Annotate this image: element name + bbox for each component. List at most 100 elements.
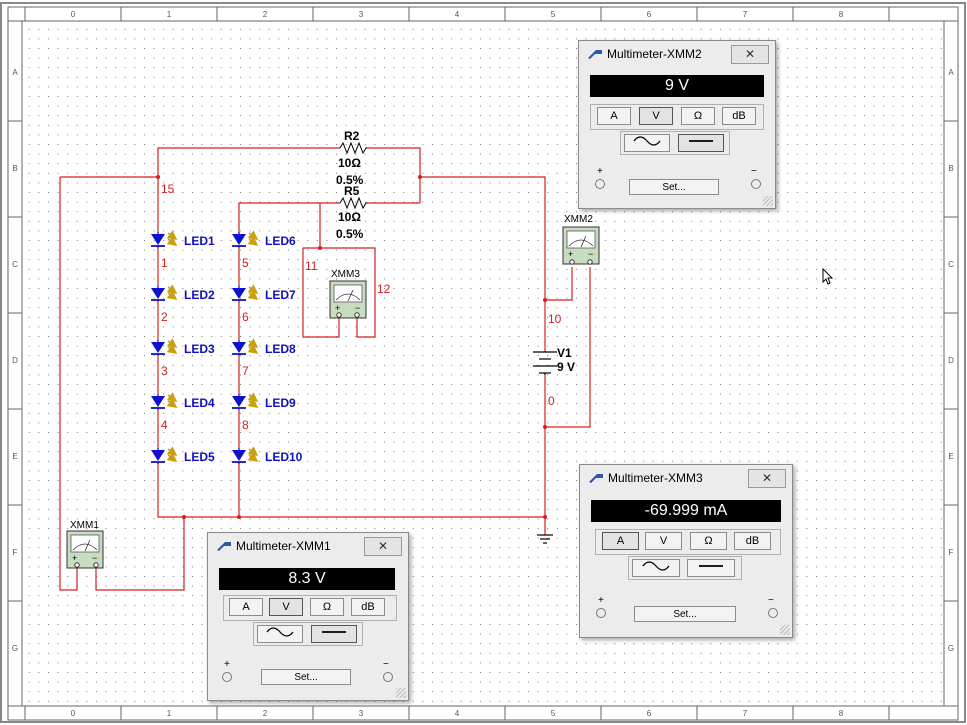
xmm1-symbol[interactable]: XMM1 + −: [66, 520, 104, 569]
positive-terminal[interactable]: [222, 672, 232, 682]
dc-button[interactable]: [311, 625, 357, 643]
set-button[interactable]: Set...: [634, 606, 736, 622]
ruler-col-5: 5: [551, 10, 556, 19]
ammeter-button[interactable]: A: [597, 107, 631, 125]
led-label: LED9: [265, 396, 296, 410]
ruler-row-d: D: [12, 356, 18, 365]
dc-line-icon: [699, 565, 723, 567]
net-label-0: 0: [548, 394, 555, 408]
ground-symbol[interactable]: [537, 534, 553, 544]
voltmeter-button[interactable]: V: [645, 532, 682, 550]
negative-terminal-label: −: [383, 659, 389, 670]
mode-button-group: [223, 595, 397, 621]
xmm3-minus: −: [355, 303, 360, 313]
battery-v1[interactable]: V1 9 V: [533, 346, 575, 375]
net-label-1: 1: [161, 256, 168, 270]
ohmmeter-button[interactable]: Ω: [690, 532, 727, 550]
window-titlebar[interactable]: Multimeter-XMM2 ✕: [579, 41, 775, 67]
led-left-5[interactable]: LED5: [151, 446, 215, 464]
xmm3-symbol[interactable]: XMM3 + −: [329, 269, 367, 319]
mouse-pointer-icon: [822, 268, 834, 285]
set-button[interactable]: Set...: [629, 179, 719, 195]
r2-value: 10Ω: [338, 156, 361, 170]
window-titlebar[interactable]: Multimeter-XMM3 ✕: [580, 465, 792, 491]
close-button[interactable]: ✕: [748, 469, 786, 488]
xmm3-name: XMM3: [331, 269, 360, 280]
xmm2-minus: −: [588, 249, 593, 259]
voltmeter-button[interactable]: V: [269, 598, 303, 616]
decibel-button[interactable]: dB: [734, 532, 771, 550]
ruler-col-1: 1: [167, 10, 172, 19]
signal-button-group: [628, 556, 742, 580]
ruler-col-6-bottom: 6: [647, 709, 652, 718]
positive-terminal[interactable]: [596, 608, 606, 618]
ac-button[interactable]: [632, 559, 680, 577]
ohmmeter-button[interactable]: Ω: [681, 107, 715, 125]
negative-terminal[interactable]: [751, 179, 761, 189]
reading-display: 9 V: [590, 75, 764, 97]
light-emission-arrow: [247, 344, 259, 354]
wires[interactable]: [59, 147, 591, 591]
voltmeter-button[interactable]: V: [639, 107, 673, 125]
led-left-2[interactable]: LED2: [151, 284, 215, 302]
resize-grip[interactable]: [396, 688, 406, 698]
xmm2-symbol[interactable]: XMM2 + −: [562, 214, 600, 265]
led-right-3[interactable]: LED8: [232, 338, 296, 356]
led-right-4[interactable]: LED9: [232, 392, 296, 410]
negative-terminal[interactable]: [768, 608, 778, 618]
led-right-1[interactable]: LED6: [232, 230, 296, 248]
negative-terminal[interactable]: [383, 672, 393, 682]
light-emission-arrow: [166, 290, 178, 300]
ruler-col-7-bottom: 7: [743, 709, 748, 718]
net-label-7: 7: [242, 364, 249, 378]
close-button[interactable]: ✕: [731, 45, 769, 64]
ammeter-button[interactable]: A: [229, 598, 263, 616]
led-left-4[interactable]: LED4: [151, 392, 215, 410]
dc-button[interactable]: [678, 134, 724, 152]
window-titlebar[interactable]: Multimeter-XMM1 ✕: [208, 533, 408, 559]
multimeter-window-xmm1[interactable]: Multimeter-XMM1 ✕ 8.3 V A V Ω dB + Set..…: [207, 532, 409, 701]
led-left-3[interactable]: LED3: [151, 338, 215, 356]
window-title: Multimeter-XMM3: [608, 471, 703, 485]
ruler-col-4: 4: [455, 10, 460, 19]
signal-button-group: [620, 131, 730, 155]
light-emission-arrow: [247, 452, 259, 462]
resize-grip[interactable]: [780, 625, 790, 635]
close-button[interactable]: ✕: [364, 537, 402, 556]
r5-name: R5: [344, 184, 360, 198]
decibel-button[interactable]: dB: [722, 107, 756, 125]
xmm1-plus: +: [72, 553, 77, 563]
resistor-r5[interactable]: R5 10Ω 0.5%: [336, 184, 368, 241]
ruler-col-0-bottom: 0: [71, 709, 76, 718]
sine-wave-icon: [633, 136, 661, 146]
negative-terminal-label: −: [751, 166, 757, 177]
multimeter-probe-icon: [589, 474, 603, 483]
window-title: Multimeter-XMM2: [607, 47, 702, 61]
ruler-col-1-bottom: 1: [167, 709, 172, 718]
led-left-1[interactable]: LED1: [151, 230, 215, 248]
led-right-2[interactable]: LED7: [232, 284, 296, 302]
mode-button-group: [590, 104, 764, 130]
dc-button[interactable]: [687, 559, 735, 577]
ohmmeter-button[interactable]: Ω: [310, 598, 344, 616]
led-label: LED10: [265, 450, 303, 464]
led-right-5[interactable]: LED10: [232, 446, 303, 464]
multimeter-window-xmm3[interactable]: Multimeter-XMM3 ✕ -69.999 mA A V Ω dB + …: [579, 464, 793, 638]
light-emission-arrow: [247, 236, 259, 246]
positive-terminal[interactable]: [595, 179, 605, 189]
net-label-3: 3: [161, 364, 168, 378]
resistor-r2[interactable]: R2 10Ω 0.5%: [336, 129, 368, 187]
decibel-button[interactable]: dB: [351, 598, 385, 616]
ac-button[interactable]: [624, 134, 670, 152]
net-label-6: 6: [242, 310, 249, 324]
resize-grip[interactable]: [763, 196, 773, 206]
ruler-row-e-right: E: [948, 452, 953, 461]
ruler-row-b: B: [12, 164, 17, 173]
set-button[interactable]: Set...: [261, 669, 351, 685]
net-label-11: 11: [305, 259, 318, 273]
multimeter-window-xmm2[interactable]: Multimeter-XMM2 ✕ 9 V A V Ω dB + Set... …: [578, 40, 776, 209]
ac-button[interactable]: [257, 625, 303, 643]
ammeter-button[interactable]: A: [602, 532, 639, 550]
ruler-row-e: E: [12, 452, 17, 461]
